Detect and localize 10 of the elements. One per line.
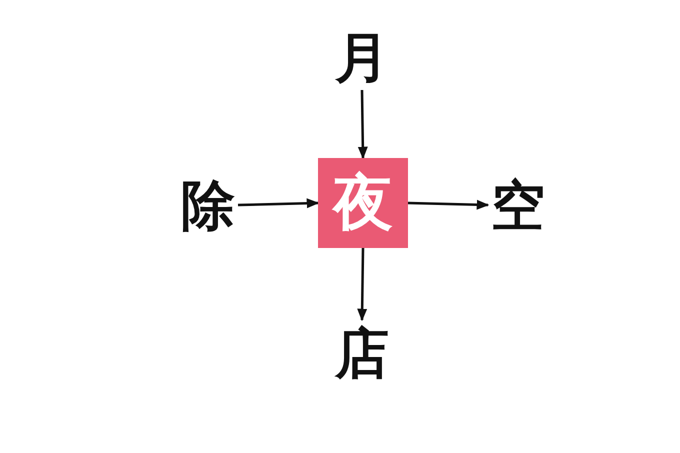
arrow	[238, 198, 320, 208]
character: 夜	[333, 173, 393, 233]
character: 店	[335, 326, 389, 380]
character: 空	[491, 178, 545, 232]
character: 月	[335, 30, 389, 84]
character: 除	[181, 178, 235, 232]
arrow	[357, 248, 368, 322]
arrow	[358, 90, 368, 160]
highlight-box	[318, 158, 408, 248]
arrow	[408, 200, 490, 210]
